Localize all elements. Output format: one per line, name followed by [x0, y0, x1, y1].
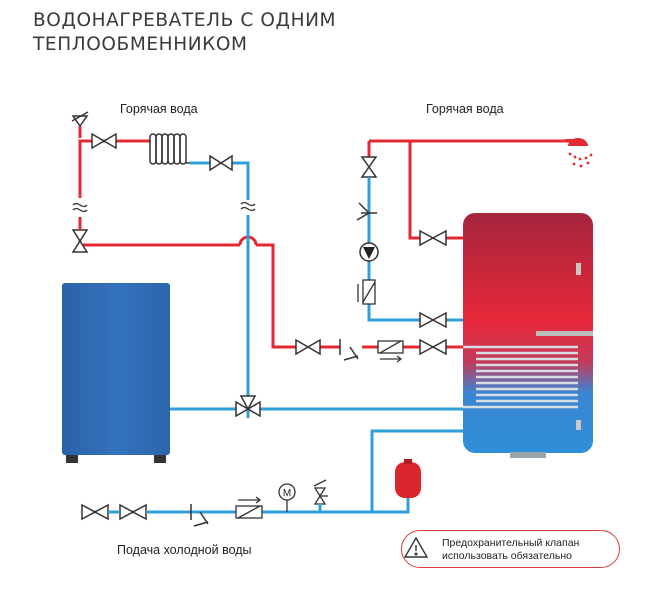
- svg-text:M: M: [283, 488, 291, 499]
- filter-icon: [377, 340, 404, 363]
- break-mark-icon: [72, 201, 256, 213]
- heat-exchanger-coil-icon: [463, 345, 578, 409]
- cold-water-supply-label: Подача холодной воды: [117, 543, 252, 557]
- warning-text: Предохранительный клапан использовать об…: [442, 537, 580, 562]
- three-way-valve-icon: [235, 395, 261, 418]
- pump-icon: [359, 242, 379, 262]
- shower-icon: [565, 138, 593, 168]
- page-title: ВОДОНАГРЕВАТЕЛЬ С ОДНИМ ТЕПЛООБМЕННИКОМ: [33, 10, 337, 55]
- manometer-icon: M: [278, 483, 296, 512]
- safety-valve-icon: [71, 111, 89, 138]
- filter-icon: [357, 279, 376, 305]
- cold-water-pipes: [82, 161, 463, 514]
- hot-water-label-right: Горячая вода: [426, 102, 504, 116]
- check-valve-icon: [190, 504, 209, 527]
- boiler-unit: [62, 283, 170, 463]
- storage-tank: [463, 213, 593, 458]
- safety-valve-icon: [313, 479, 328, 512]
- expansion-tank-icon: [395, 459, 421, 498]
- check-valve-icon: [356, 177, 377, 221]
- safety-valve-warning: Предохранительный клапан использовать об…: [401, 530, 620, 568]
- hot-water-label-left: Горячая вода: [120, 102, 198, 116]
- filter-icon: [235, 496, 263, 519]
- check-valve-icon: [339, 339, 359, 361]
- radiator-coil-icon: [148, 133, 190, 165]
